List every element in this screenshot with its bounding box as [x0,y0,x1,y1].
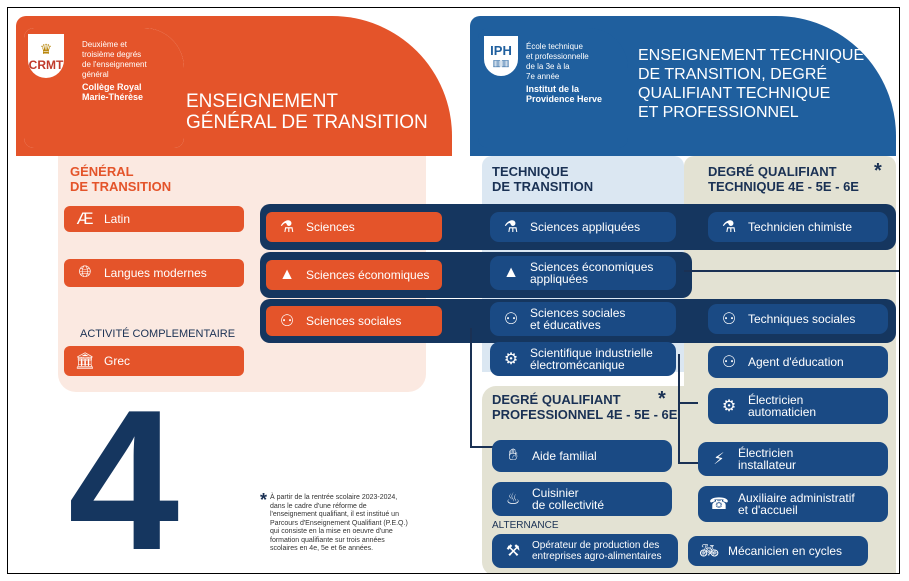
footnote-star: * [260,490,268,510]
gear-icon: ⚙︎ [503,351,519,368]
iph-logo: IPH ▥▥ [484,36,518,76]
people-icon: ⚇ [279,313,295,330]
pill-technicien-chimiste[interactable]: ⚗︎ Technicien chimiste [708,212,888,242]
dq-technique-star: * [874,160,882,182]
technique-banner-title: ENSEIGNEMENT TECHNIQUE DE TRANSITION, DE… [638,47,865,121]
pill-grec[interactable]: 🏛︎ Grec [64,346,244,376]
dq-technique-title: DEGRÉ QUALIFIANT TECHNIQUE 4e - 5e - 6e [708,164,859,194]
worker-icon: ⚒︎ [505,543,521,560]
people-icon: ⚇ [721,311,737,328]
crmt-desc: Deuxième et troisième degrés de l'enseig… [82,40,147,102]
temple-icon: 🏛︎ [74,353,96,370]
crmt-card: ♛ CRMT Deuxième et troisième degrés de l… [24,28,184,148]
technique-section-title: TECHNIQUE DE TRANSITION [492,164,594,194]
iph-card: IPH ▥▥ École technique et professionnell… [478,28,628,148]
panel-dq-technique [684,156,896,430]
electrician-icon: ⚡︎ [713,451,725,468]
pill-langues-modernes[interactable]: 🌐︎ Langues modernes [64,259,244,287]
connector-line [678,462,698,464]
pill-agent-education[interactable]: ⚇ Agent d'éducation [708,346,888,378]
pill-latin[interactable]: Æ Latin [64,206,244,232]
people-icon: ⚇ [503,311,519,328]
connector-line [470,328,472,448]
hands-icon: ✋︎ [508,447,518,464]
pill-sciences[interactable]: ⚗︎ Sciences [266,212,442,242]
flask-icon: ⚗︎ [721,219,737,236]
pill-techniques-sociales[interactable]: ⚇ Techniques sociales [708,304,888,334]
general-section-title: GÉNÉRAL DE TRANSITION [70,164,172,194]
pill-mecanicien-cycles[interactable]: 🚲︎ Mécanicien en cycles [688,536,868,566]
general-banner-title: ENSEIGNEMENT GÉNÉRAL DE TRANSITION [186,91,428,133]
economy-icon: ▲ [279,266,295,283]
microscope-icon: ⚗︎ [279,219,295,236]
footnote-text: À partir de la rentrée scolaire 2023-202… [270,494,408,552]
people-icon: ⚇ [721,354,737,371]
page-frame: ENSEIGNEMENT GÉNÉRAL DE TRANSITION ♛ CRM… [7,7,900,574]
alternance-title: ALTERNANCE [492,520,559,531]
connector-line [470,446,494,448]
gear-icon: ⚙︎ [721,398,737,415]
building-icon: ▥▥ [492,58,510,68]
connector-line [684,270,899,272]
microscope-icon: ⚗︎ [503,219,519,236]
pill-aide-familial[interactable]: ✋︎ Aide familial [492,440,672,472]
economy-icon: ▲ [503,264,519,281]
bicycle-icon: 🚲︎ [698,543,720,560]
chef-icon: ♨︎ [505,491,521,508]
crest-icon: ♛ [39,40,53,57]
ae-ligature-icon: Æ [76,209,94,228]
globe-icon: 🌐︎ [78,264,92,281]
iph-desc: École technique et professionnelle de la… [526,42,603,104]
pill-sciences-appliquees[interactable]: ⚗︎ Sciences appliquées [490,212,676,242]
pill-sciences-economiques[interactable]: ▲ Sciences économiques [266,260,442,290]
pill-sciences-sociales[interactable]: ⚇ Sciences sociales [266,306,442,336]
connector-line [678,354,680,464]
crmt-logo: ♛ CRMT [28,34,64,78]
dq-professionnel-star: * [658,388,666,410]
dq-professionnel-title: DEGRÉ QUALIFIANT PROFESSIONNEL 4e - 5e -… [492,392,678,422]
big-number: 4 [68,369,180,574]
headset-icon: ☎︎ [709,496,729,513]
connector-line [678,402,698,404]
activity-title: ACTIVITÉ COMPLEMENTAIRE [80,328,236,340]
